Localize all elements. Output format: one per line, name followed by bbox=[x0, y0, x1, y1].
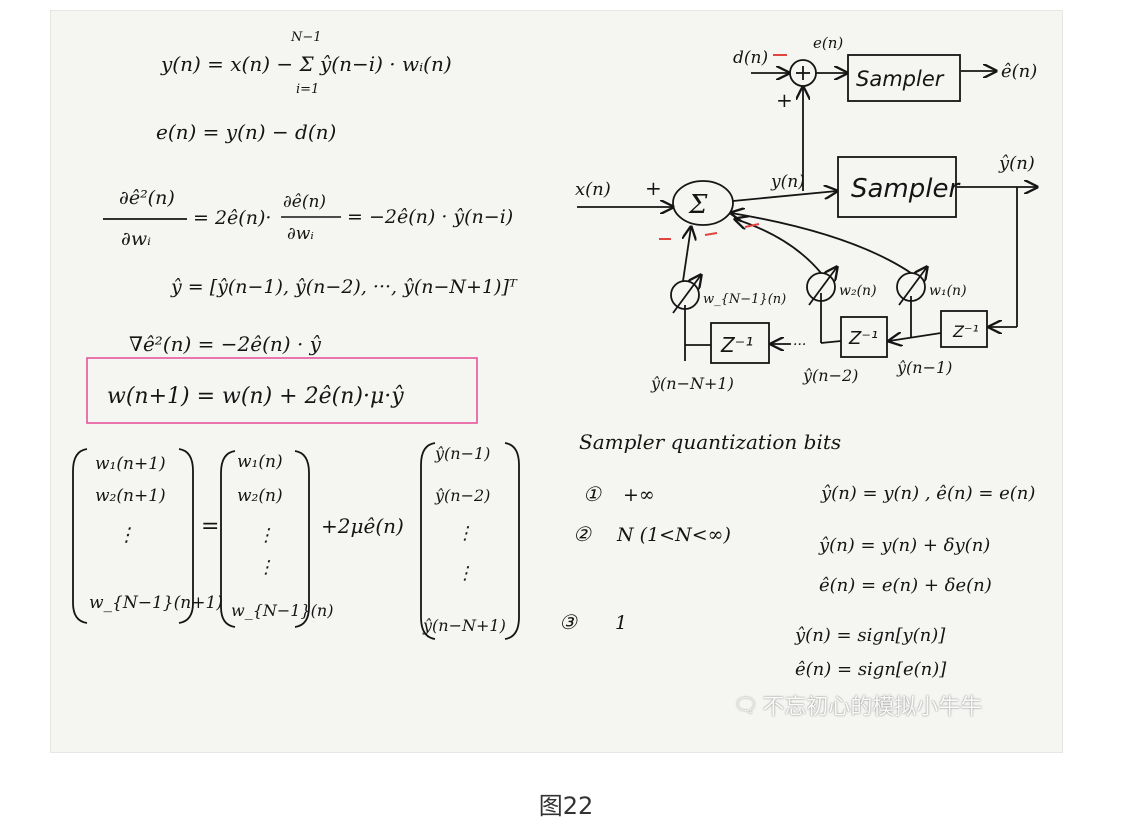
figure-caption: 图22 bbox=[538, 792, 594, 820]
matrix-mid-row: ⋮ bbox=[257, 525, 275, 546]
case-bits: 1 bbox=[615, 612, 627, 634]
delay-block-3 bbox=[710, 322, 770, 364]
y-label: y(n) bbox=[770, 172, 805, 192]
case-description: ê(n) = e(n) + δe(n) bbox=[819, 575, 992, 596]
weighted-feedback-arrow bbox=[683, 227, 691, 282]
matrix-rhs-row: ŷ(n−1) bbox=[434, 444, 490, 463]
main-summing-node bbox=[672, 180, 734, 226]
delay-label: Z⁻¹ bbox=[952, 322, 979, 341]
case-description: ê(n) = sign[e(n)] bbox=[795, 659, 947, 680]
weight-label: w_{N−1}(n) bbox=[703, 292, 786, 307]
lhs-left-bracket bbox=[72, 448, 88, 624]
block-diagram bbox=[577, 54, 1037, 364]
gradient-denominator: ∂wᵢ bbox=[121, 228, 151, 250]
tap-label: ŷ(n−1) bbox=[896, 358, 952, 377]
equation-error-signal: y(n) = x(n) − Σ ŷ(n−i) · wᵢ(n) bbox=[160, 52, 452, 76]
case-description: ŷ(n) = sign[y(n)] bbox=[794, 625, 946, 646]
equation-y-vector: ŷ = [ŷ(n−1), ŷ(n−2), ···, ŷ(n−N+1)]ᵀ bbox=[170, 276, 518, 298]
rhs-left-bracket bbox=[420, 442, 436, 640]
matrix-lhs-row: ⋮ bbox=[117, 524, 136, 546]
delay-label: Z⁻¹ bbox=[848, 328, 878, 349]
weight-label: w₁(n) bbox=[929, 283, 967, 299]
sign-marks bbox=[659, 54, 787, 240]
main-sampler-label: Sampler bbox=[851, 174, 961, 204]
gradient-rhs: = 2ê(n)· bbox=[193, 207, 271, 229]
minus-mark bbox=[744, 223, 760, 228]
case-bits: N (1<N<∞) bbox=[616, 524, 731, 546]
matrix-rhs-row: ŷ(n−N+1) bbox=[422, 616, 506, 635]
watermark-text: 不忘初心的模拟小牛牛 bbox=[762, 695, 983, 720]
delay-block-1 bbox=[940, 310, 988, 348]
matrix-lhs-row: w₁(n+1) bbox=[95, 454, 166, 474]
partial-denominator: ∂wᵢ bbox=[287, 224, 314, 244]
weight-adjust-arrow bbox=[898, 267, 927, 306]
tap-label: ŷ(n−N+1) bbox=[650, 374, 734, 393]
watermark: 🗨 不忘初心的模拟小牛牛 bbox=[733, 689, 982, 721]
case-marker: ③ bbox=[559, 610, 578, 634]
highlight-box bbox=[86, 357, 478, 424]
weight-label: w₂(n) bbox=[839, 283, 877, 299]
main-sampler-block bbox=[837, 156, 957, 218]
matrix-lhs-row: w_{N−1}(n+1) bbox=[89, 593, 223, 613]
matrix-coefficient: +2μê(n) bbox=[321, 514, 404, 538]
weighted-feedback-arrow bbox=[735, 219, 822, 274]
error-label: e(n) bbox=[813, 34, 843, 52]
matrix-equation: w₁(n+1) w₂(n+1) ⋮ w_{N−1}(n+1) = w₁(n) w… bbox=[72, 442, 520, 640]
handwritten-note-image: y(n) = x(n) − Σ ŷ(n−i) · wᵢ(n) N−1 i=1 e… bbox=[50, 10, 1063, 753]
matrix-lhs-row: w₂(n+1) bbox=[95, 486, 166, 506]
equation-weight-update: w(n+1) = w(n) + 2ê(n)·μ·ŷ bbox=[107, 384, 404, 409]
delay-label: Z⁻¹ bbox=[720, 333, 753, 357]
matrix-rhs-row: ⋮ bbox=[456, 523, 474, 544]
quantization-heading: Sampler quantization bits bbox=[579, 430, 841, 454]
quantization-notes: Sampler quantization bits ① +∞ ŷ(n) = y(… bbox=[559, 430, 1035, 680]
partial-numerator: ∂ê(n) bbox=[283, 192, 326, 212]
matrix-rhs-row: ŷ(n−2) bbox=[434, 486, 490, 505]
top-sampler-label: Sampler bbox=[856, 67, 945, 91]
plus-sign: + bbox=[776, 88, 793, 112]
e-hat-output-label: ê(n) bbox=[1001, 61, 1037, 82]
mid-left-bracket bbox=[220, 450, 236, 628]
rhs-right-bracket bbox=[504, 442, 520, 640]
d-input-label: d(n) bbox=[733, 48, 768, 68]
weight-adjust-arrow bbox=[672, 275, 701, 314]
matrix-rhs-row: ⋮ bbox=[456, 563, 474, 584]
case-description: ŷ(n) = y(n) , ê(n) = e(n) bbox=[820, 483, 1035, 504]
matrix-mid-row: w₂(n) bbox=[237, 486, 283, 506]
case-description: ŷ(n) = y(n) + δy(n) bbox=[818, 535, 990, 556]
equation-gradient-vector: ∇ê²(n) = −2ê(n) · ŷ bbox=[129, 332, 322, 356]
y-hat-output-label: ŷ(n) bbox=[998, 153, 1035, 174]
plus-sign: + bbox=[645, 176, 662, 200]
note-canvas: y(n) = x(n) − Σ ŷ(n−i) · wᵢ(n) N−1 i=1 e… bbox=[72, 30, 1062, 680]
weight-multiplier-3 bbox=[670, 280, 700, 310]
mid-right-bracket bbox=[294, 450, 310, 628]
case-bits: +∞ bbox=[623, 484, 655, 506]
sum-upper-limit: N−1 bbox=[290, 30, 322, 45]
ellipsis: ··· bbox=[793, 337, 806, 353]
diagram-labels: d(n) e(n) + Sampler ê(n) x(n) + Σ y(n) S… bbox=[575, 34, 1037, 393]
equation-error-definition: e(n) = y(n) − d(n) bbox=[156, 120, 336, 144]
minus-mark bbox=[704, 232, 718, 236]
weight-adjust-arrow bbox=[808, 267, 837, 306]
equations-panel: y(n) = x(n) − Σ ŷ(n−i) · wᵢ(n) N−1 i=1 e… bbox=[72, 30, 520, 640]
matrix-mid-row: w₁(n) bbox=[237, 452, 283, 472]
tap-label: ŷ(n−2) bbox=[802, 366, 858, 385]
matrix-mid-row: ⋮ bbox=[257, 557, 275, 578]
case-marker: ② bbox=[573, 522, 592, 546]
gradient-numerator: ∂ê²(n) bbox=[119, 187, 175, 209]
gradient-result: = −2ê(n) · ŷ(n−i) bbox=[347, 206, 513, 228]
case-marker: ① bbox=[583, 482, 602, 506]
delay-link bbox=[820, 340, 842, 344]
y-to-sampler-arrow bbox=[732, 191, 837, 202]
matrix-mid-row: w_{N−1}(n) bbox=[231, 601, 333, 620]
top-sampler-block bbox=[847, 54, 961, 102]
x-input-label: x(n) bbox=[575, 179, 611, 200]
sum-symbol: Σ bbox=[688, 190, 708, 220]
weighted-feedback-arrow bbox=[731, 213, 912, 274]
wechat-icon: 🗨 bbox=[733, 693, 759, 717]
lhs-right-bracket bbox=[178, 448, 194, 624]
delay-link bbox=[889, 333, 942, 341]
sum-lower-limit: i=1 bbox=[296, 82, 319, 97]
matrix-equals: = bbox=[201, 514, 219, 539]
